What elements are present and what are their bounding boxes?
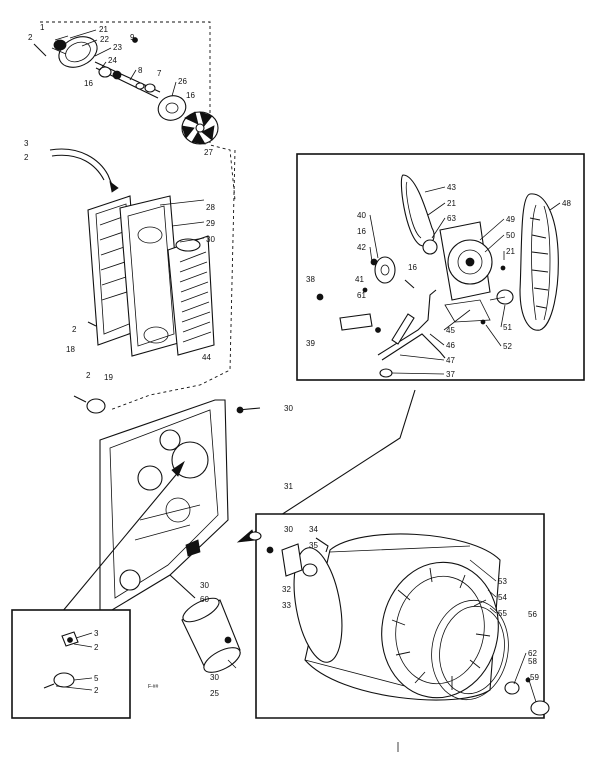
label-51: 51 [503, 323, 512, 332]
drive-arrow [249, 389, 416, 536]
label-47: 47 [446, 356, 455, 365]
label-31: 31 [284, 482, 293, 491]
label-24: 24 [108, 56, 117, 65]
label-25: 25 [210, 689, 219, 698]
label-2: 2 [86, 371, 91, 380]
label-43: 43 [447, 183, 456, 192]
label-16: 16 [84, 79, 93, 88]
label-2: 2 [94, 686, 99, 695]
label-26: 26 [178, 77, 187, 86]
label-33: 33 [282, 601, 291, 610]
label-30: 30 [284, 404, 293, 413]
label-61: 61 [357, 291, 366, 300]
label-7: 7 [157, 69, 162, 78]
label-30: 30 [210, 673, 219, 682]
label-19: 19 [104, 373, 113, 382]
label-37: 37 [446, 370, 455, 379]
label-49: 49 [506, 215, 515, 224]
label-2: 2 [28, 33, 33, 42]
label-35: 35 [309, 541, 318, 550]
label-52: 52 [503, 342, 512, 351]
rear-bulkhead [99, 399, 261, 611]
label-44: 44 [202, 353, 211, 362]
label-59: 59 [530, 673, 539, 682]
label-8: 8 [138, 66, 143, 75]
label-29: 29 [206, 219, 215, 228]
heater-duct-assembly [49, 148, 236, 414]
label-41: 41 [355, 275, 364, 284]
label-54: 54 [498, 593, 507, 602]
label-9: 9 [130, 33, 135, 42]
label-53: 53 [498, 577, 507, 586]
part-labels: 2 1 21 22 23 9 24 8 7 16 26 16 27 3 2 28… [24, 23, 571, 698]
label-2: 2 [72, 325, 77, 334]
label-62: 62 [528, 649, 537, 658]
label-21: 21 [506, 247, 515, 256]
label-63: 63 [447, 214, 456, 223]
label-50: 50 [506, 231, 515, 240]
drum-inset-panel [255, 513, 550, 719]
label-30: 30 [284, 525, 293, 534]
label-3: 3 [24, 139, 29, 148]
label-30: 30 [200, 581, 209, 590]
label-34: 34 [309, 525, 318, 534]
label-22: 22 [100, 35, 109, 44]
label-16: 16 [408, 263, 417, 272]
label-46: 46 [446, 341, 455, 350]
label-5: 5 [94, 674, 99, 683]
label-38: 38 [306, 275, 315, 284]
label-58: 58 [528, 657, 537, 666]
label-48: 48 [562, 199, 571, 208]
label-18: 18 [66, 345, 75, 354]
label-28: 28 [206, 203, 215, 212]
label-45: 45 [446, 326, 455, 335]
hardware-inset-panel [11, 609, 131, 719]
label-16: 16 [357, 227, 366, 236]
label-42: 42 [357, 243, 366, 252]
label-23: 23 [113, 43, 122, 52]
svg-text:F-##: F-## [148, 684, 159, 690]
label-39: 39 [306, 339, 315, 348]
label-27: 27 [204, 148, 213, 157]
label-1: 1 [40, 23, 45, 32]
label-21: 21 [99, 25, 108, 34]
label-21: 21 [447, 199, 456, 208]
leader-lines [55, 29, 561, 703]
label-60: 60 [200, 595, 209, 604]
label-40: 40 [357, 211, 366, 220]
label-30: 30 [206, 235, 215, 244]
label-56: 56 [528, 610, 537, 619]
label-3: 3 [94, 629, 99, 638]
label-55: 55 [498, 609, 507, 618]
motor-blower-assembly [33, 21, 236, 201]
label-2: 2 [24, 153, 29, 162]
motor-capacitor [181, 597, 241, 673]
label-2: 2 [94, 643, 99, 652]
label-16: 16 [186, 91, 195, 100]
label-32: 32 [282, 585, 291, 594]
